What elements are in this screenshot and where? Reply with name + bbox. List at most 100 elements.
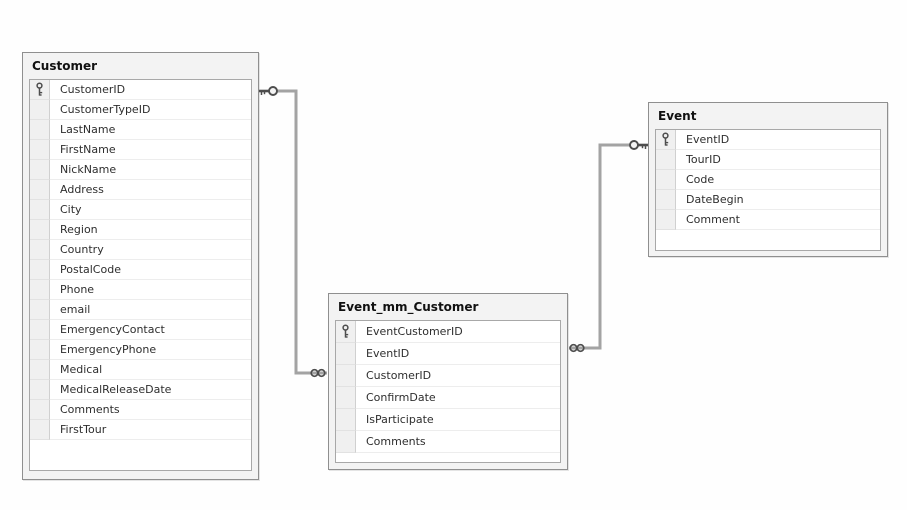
- table-row[interactable]: Region: [30, 220, 251, 240]
- row-selector: [30, 340, 50, 360]
- row-selector: [30, 100, 50, 120]
- many-end-infinity-icon: [569, 343, 585, 353]
- row-selector: [30, 120, 50, 140]
- field-name: email: [50, 300, 251, 320]
- table-customer[interactable]: Customer CustomerID CustomerTypeID LastN…: [22, 52, 259, 480]
- row-selector: [656, 150, 676, 170]
- field-name: DateBegin: [676, 190, 880, 210]
- table-row[interactable]: Code: [656, 170, 880, 190]
- table-row[interactable]: EmergencyPhone: [30, 340, 251, 360]
- row-selector: [30, 80, 50, 100]
- table-field-grid: EventCustomerID EventID CustomerID Confi…: [335, 320, 561, 463]
- field-name: EmergencyContact: [50, 320, 251, 340]
- row-selector: [30, 300, 50, 320]
- row-selector: [30, 380, 50, 400]
- table-field-grid: CustomerID CustomerTypeID LastName First…: [29, 79, 252, 471]
- field-name: TourID: [676, 150, 880, 170]
- field-name: Comments: [356, 431, 560, 453]
- field-name: IsParticipate: [356, 409, 560, 431]
- field-name: EventID: [676, 130, 880, 150]
- table-row[interactable]: IsParticipate: [336, 409, 560, 431]
- table-row[interactable]: FirstName: [30, 140, 251, 160]
- row-selector: [30, 400, 50, 420]
- field-name: MedicalReleaseDate: [50, 380, 251, 400]
- table-row[interactable]: ConfirmDate: [336, 387, 560, 409]
- table-row[interactable]: NickName: [30, 160, 251, 180]
- table-row[interactable]: Comments: [30, 400, 251, 420]
- table-row[interactable]: CustomerID: [30, 80, 251, 100]
- table-row[interactable]: Phone: [30, 280, 251, 300]
- relationship-event-event-mm-customer[interactable]: [569, 140, 648, 353]
- field-name: Phone: [50, 280, 251, 300]
- field-name: Comments: [50, 400, 251, 420]
- table-row[interactable]: City: [30, 200, 251, 220]
- field-name: PostalCode: [50, 260, 251, 280]
- row-selector: [336, 343, 356, 365]
- field-name: CustomerID: [50, 80, 251, 100]
- row-selector: [30, 280, 50, 300]
- field-name: EventCustomerID: [356, 321, 560, 343]
- table-title: Event: [658, 109, 697, 123]
- field-name: CustomerTypeID: [50, 100, 251, 120]
- relationship-customer-event-mm-customer[interactable]: [259, 86, 327, 378]
- row-selector: [30, 220, 50, 240]
- row-selector: [30, 180, 50, 200]
- table-event-mm-customer[interactable]: Event_mm_Customer EventCustomerID EventI…: [328, 293, 568, 470]
- row-selector: [336, 409, 356, 431]
- row-selector: [656, 130, 676, 150]
- field-name: EmergencyPhone: [50, 340, 251, 360]
- row-selector: [30, 240, 50, 260]
- table-row[interactable]: CustomerTypeID: [30, 100, 251, 120]
- row-selector: [336, 431, 356, 453]
- primary-key-icon: [662, 132, 669, 146]
- table-event[interactable]: Event EventID TourID Code DateBegin Comm…: [648, 102, 888, 257]
- table-row[interactable]: LastName: [30, 120, 251, 140]
- table-row[interactable]: Address: [30, 180, 251, 200]
- field-name: CustomerID: [356, 365, 560, 387]
- field-name: Region: [50, 220, 251, 240]
- table-row[interactable]: EmergencyContact: [30, 320, 251, 340]
- field-name: NickName: [50, 160, 251, 180]
- table-row[interactable]: PostalCode: [30, 260, 251, 280]
- field-name: Address: [50, 180, 251, 200]
- table-row[interactable]: MedicalReleaseDate: [30, 380, 251, 400]
- table-row[interactable]: FirstTour: [30, 420, 251, 440]
- row-selector: [30, 140, 50, 160]
- field-name: Country: [50, 240, 251, 260]
- table-row[interactable]: Comments: [336, 431, 560, 453]
- field-name: Comment: [676, 210, 880, 230]
- field-name: FirstName: [50, 140, 251, 160]
- table-row[interactable]: Medical: [30, 360, 251, 380]
- table-row[interactable]: EventID: [336, 343, 560, 365]
- table-row[interactable]: EventID: [656, 130, 880, 150]
- field-name: EventID: [356, 343, 560, 365]
- table-row[interactable]: DateBegin: [656, 190, 880, 210]
- field-name: LastName: [50, 120, 251, 140]
- row-selector: [30, 200, 50, 220]
- table-title: Event_mm_Customer: [338, 300, 479, 314]
- field-name: Medical: [50, 360, 251, 380]
- table-row[interactable]: email: [30, 300, 251, 320]
- table-field-grid: EventID TourID Code DateBegin Comment: [655, 129, 881, 251]
- primary-key-icon: [36, 82, 43, 96]
- table-row[interactable]: Comment: [656, 210, 880, 230]
- row-selector: [30, 260, 50, 280]
- table-title: Customer: [32, 59, 98, 73]
- primary-key-icon: [342, 324, 349, 338]
- table-row[interactable]: TourID: [656, 150, 880, 170]
- row-selector: [30, 320, 50, 340]
- row-selector: [30, 360, 50, 380]
- table-row[interactable]: CustomerID: [336, 365, 560, 387]
- row-selector: [30, 420, 50, 440]
- table-row[interactable]: EventCustomerID: [336, 321, 560, 343]
- row-selector: [336, 387, 356, 409]
- row-selector: [30, 160, 50, 180]
- many-end-infinity-icon: [310, 368, 326, 378]
- row-selector: [656, 190, 676, 210]
- table-row[interactable]: Country: [30, 240, 251, 260]
- row-selector: [336, 321, 356, 343]
- row-selector: [336, 365, 356, 387]
- field-name: City: [50, 200, 251, 220]
- row-selector: [656, 170, 676, 190]
